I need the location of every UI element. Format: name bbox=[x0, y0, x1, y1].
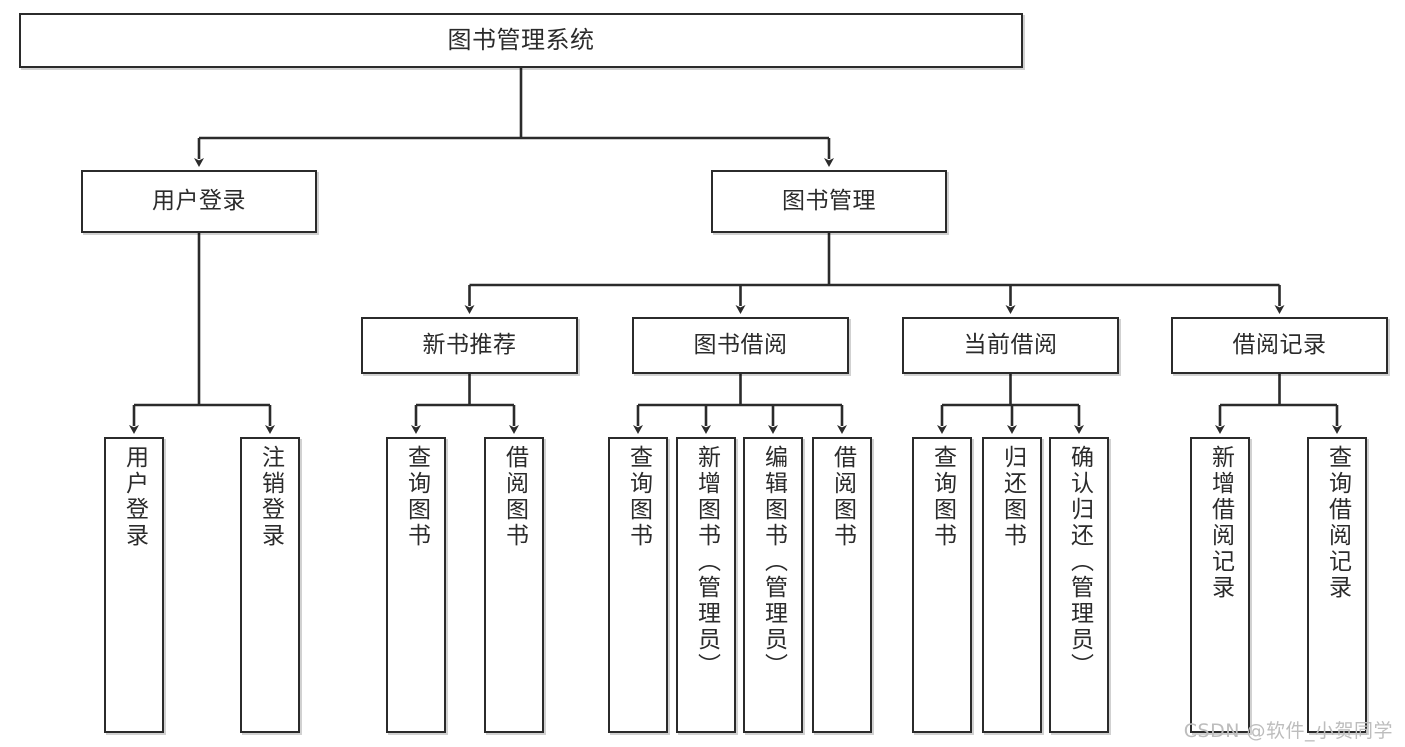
node-label: 借阅图书 bbox=[501, 445, 528, 549]
node-label: 图书管理 bbox=[782, 187, 876, 214]
node-leaf-bor-4[interactable]: 借阅图书 bbox=[812, 437, 872, 733]
node-label: 归还图书 bbox=[999, 445, 1026, 549]
node-leaf-cur-2[interactable]: 归还图书 bbox=[982, 437, 1042, 733]
node-leaf-bor-2[interactable]: 新增图书（管理员） bbox=[676, 437, 736, 733]
node-current[interactable]: 当前借阅 bbox=[902, 317, 1119, 374]
node-label: 查询图书 bbox=[403, 445, 430, 549]
node-label: 新书推荐 bbox=[422, 331, 517, 358]
node-label: 用户登录 bbox=[121, 445, 148, 549]
node-leaf-login-1[interactable]: 用户登录 bbox=[104, 437, 164, 733]
node-label: 新增借阅记录 bbox=[1207, 445, 1234, 601]
node-label: 图书借阅 bbox=[693, 331, 788, 358]
node-newbook[interactable]: 新书推荐 bbox=[361, 317, 578, 374]
node-records[interactable]: 借阅记录 bbox=[1171, 317, 1388, 374]
watermark-credit: CSDN @软件_小贺同学 bbox=[1183, 720, 1393, 742]
node-label: 当前借阅 bbox=[963, 331, 1058, 358]
node-label: 注销登录 bbox=[257, 445, 284, 549]
node-label: 用户登录 bbox=[152, 187, 246, 214]
node-leaf-cur-3[interactable]: 确认归还（管理员） bbox=[1049, 437, 1109, 733]
node-leaf-new-1[interactable]: 查询图书 bbox=[386, 437, 446, 733]
node-leaf-cur-1[interactable]: 查询图书 bbox=[912, 437, 972, 733]
node-label: 借阅记录 bbox=[1232, 331, 1327, 358]
node-leaf-rec-2[interactable]: 查询借阅记录 bbox=[1307, 437, 1367, 733]
node-leaf-login-2[interactable]: 注销登录 bbox=[240, 437, 300, 733]
node-label: 图书管理系统 bbox=[447, 26, 595, 55]
node-label: 新增图书（管理员） bbox=[693, 445, 720, 679]
node-label: 查询图书 bbox=[929, 445, 956, 549]
node-label: 查询借阅记录 bbox=[1324, 445, 1351, 601]
node-leaf-bor-1[interactable]: 查询图书 bbox=[608, 437, 668, 733]
node-root[interactable]: 图书管理系统 bbox=[19, 13, 1023, 68]
node-borrow[interactable]: 图书借阅 bbox=[632, 317, 849, 374]
node-login[interactable]: 用户登录 bbox=[81, 170, 317, 233]
node-leaf-new-2[interactable]: 借阅图书 bbox=[484, 437, 544, 733]
node-label: 确认归还（管理员） bbox=[1066, 445, 1093, 679]
node-label: 查询图书 bbox=[625, 445, 652, 549]
node-label: 借阅图书 bbox=[829, 445, 856, 549]
node-label: 编辑图书（管理员） bbox=[760, 445, 787, 679]
node-leaf-bor-3[interactable]: 编辑图书（管理员） bbox=[743, 437, 803, 733]
node-leaf-rec-1[interactable]: 新增借阅记录 bbox=[1190, 437, 1250, 733]
node-bookmgmt[interactable]: 图书管理 bbox=[711, 170, 947, 233]
